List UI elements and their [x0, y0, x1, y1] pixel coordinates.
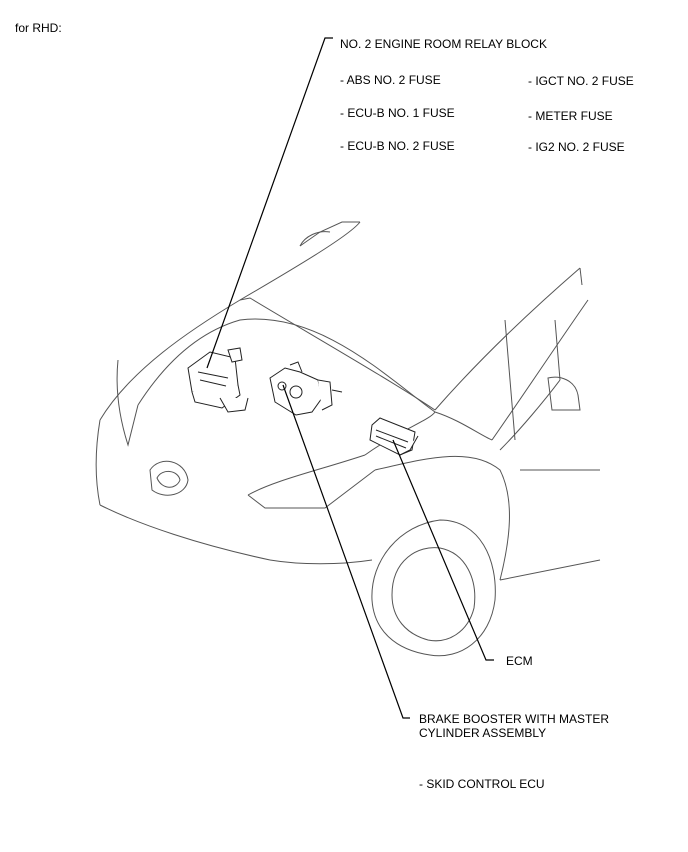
fuse-label: - ABS NO. 2 FUSE [340, 73, 441, 87]
relay-block-part [187, 347, 249, 413]
diagram-caption: for RHD: [15, 21, 62, 35]
relay-block-label: NO. 2 ENGINE ROOM RELAY BLOCK [340, 37, 547, 51]
car-outline [95, 221, 601, 657]
fuse-label: - IGCT NO. 2 FUSE [528, 74, 634, 88]
fuse-label: - IG2 NO. 2 FUSE [528, 140, 625, 154]
brake-booster-label-line2: CYLINDER ASSEMBLY [419, 726, 547, 740]
brake-booster-label-line1: BRAKE BOOSTER WITH MASTER [419, 712, 610, 726]
ecm-leader [392, 439, 494, 661]
ecm-part [369, 417, 419, 456]
brake-booster-part [269, 361, 343, 416]
fuse-label: - METER FUSE [528, 109, 613, 123]
ecm-label: ECM [506, 654, 533, 668]
relay-block-leader [206, 37, 333, 369]
skid-control-ecu-label: - SKID CONTROL ECU [419, 777, 545, 791]
brake-booster-leader [282, 384, 410, 719]
fuse-label: - ECU-B NO. 1 FUSE [340, 106, 455, 120]
fuse-label: - ECU-B NO. 2 FUSE [340, 139, 455, 153]
leader-lines [206, 37, 494, 719]
